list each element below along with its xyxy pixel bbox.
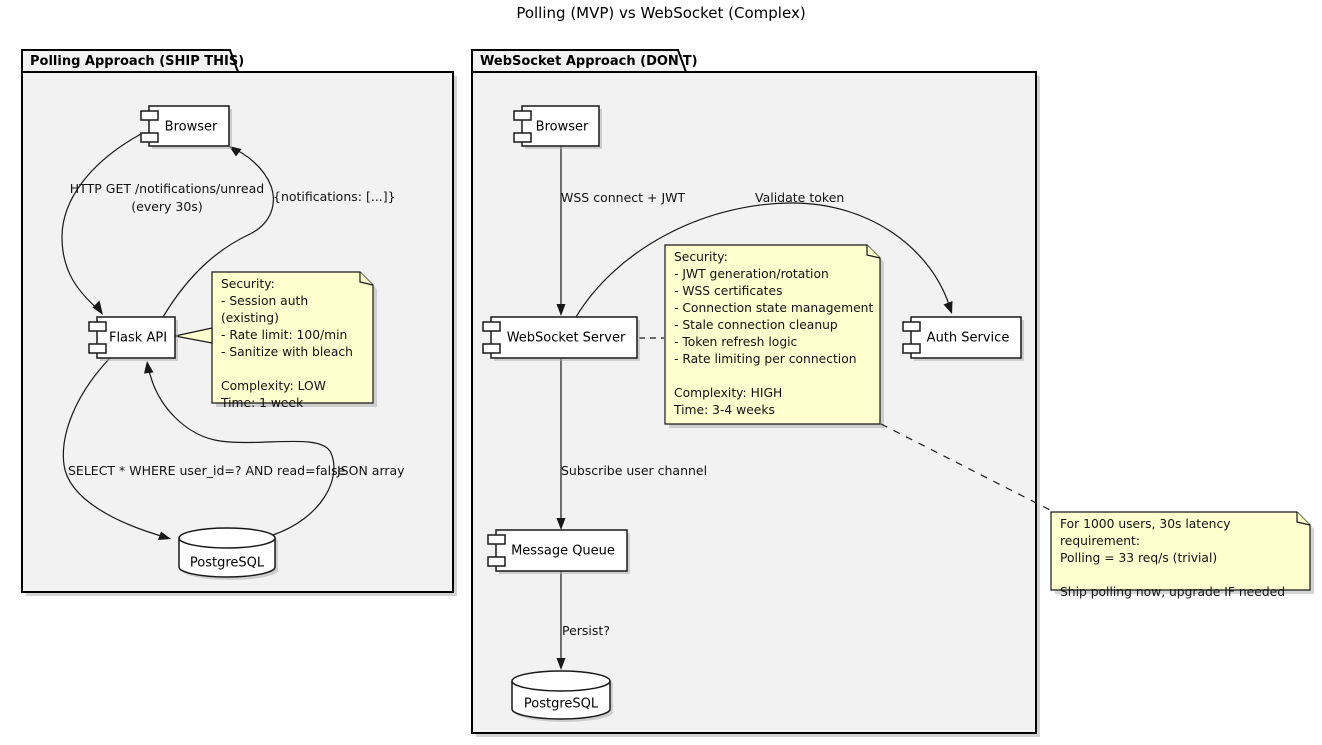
database-top-icon xyxy=(511,670,611,692)
edge-label-persist: Persist? xyxy=(562,623,610,638)
arrow-notifications-path xyxy=(162,146,274,318)
database-label-websocket-postgres: PostgreSQL xyxy=(523,696,599,712)
arrowheads xyxy=(92,146,953,670)
note-flask-body xyxy=(211,271,374,404)
edge-label-select-query: SELECT * WHERE user_id=? AND read=false xyxy=(68,463,346,478)
database-polling-postgres xyxy=(178,527,276,578)
edge-label-validate-token: Validate token xyxy=(755,190,845,205)
note-summary xyxy=(1050,511,1311,591)
note-ws-security xyxy=(664,244,881,425)
note-summary-dashed-link xyxy=(880,423,1055,513)
component-box xyxy=(96,316,176,359)
component-polling-browser xyxy=(140,105,230,147)
edge-label-http-get: HTTP GET /notifications/unread xyxy=(69,181,265,196)
arrow-validate-token-path xyxy=(575,202,952,318)
component-box xyxy=(910,316,1022,359)
component-websocket-server xyxy=(482,316,638,359)
note-flask-security-text: Security: - Session auth (existing) - Ra… xyxy=(221,277,353,410)
component-port-icon xyxy=(487,534,506,545)
component-port-icon xyxy=(482,343,501,354)
components xyxy=(88,105,1022,572)
component-box xyxy=(490,316,638,359)
database-websocket-postgres xyxy=(511,670,611,720)
edges xyxy=(61,133,1055,667)
database-body xyxy=(178,538,276,578)
edge-label-wss-connect: WSS connect + JWT xyxy=(561,190,686,205)
component-box xyxy=(521,105,600,147)
arrowhead-notifications xyxy=(229,146,242,157)
component-websocket-browser xyxy=(513,105,600,147)
component-box xyxy=(495,529,628,572)
component-port-icon xyxy=(487,556,506,567)
arrow-http-get-path xyxy=(61,133,142,313)
package-polling-title: Polling Approach (SHIP THIS) xyxy=(30,54,245,69)
edge-label-json-array: JSON array xyxy=(337,463,405,478)
arrowhead-subscribe xyxy=(556,518,566,530)
package-websocket-title: WebSocket Approach (DON'T) xyxy=(480,54,698,69)
database-body xyxy=(511,681,611,720)
arrow-select-path xyxy=(62,357,169,539)
arrowhead-wss-connect xyxy=(556,304,566,316)
component-port-icon xyxy=(902,343,921,354)
arrow-json-array-path xyxy=(147,365,335,536)
arrowhead-validate-token xyxy=(943,301,953,314)
component-label-websocket-browser: Browser xyxy=(535,119,589,135)
note-ws-security-text: Security: - JWT generation/rotation - WS… xyxy=(674,250,874,417)
edge-label-subscribe: Subscribe user channel xyxy=(561,463,708,478)
component-auth-service xyxy=(902,316,1022,359)
note-ws-fold-icon xyxy=(866,245,881,259)
component-label-auth-service: Auth Service xyxy=(926,330,1010,346)
note-flask-security xyxy=(174,271,374,404)
note-summary-body xyxy=(1050,511,1311,591)
component-label-flask-api: Flask API xyxy=(108,330,168,346)
component-port-icon xyxy=(902,321,921,332)
component-port-icon xyxy=(513,132,532,143)
component-port-icon xyxy=(513,110,532,121)
arrowhead-select xyxy=(158,531,171,540)
component-port-icon xyxy=(140,132,159,143)
component-label-message-queue: Message Queue xyxy=(511,543,615,559)
component-flask-api xyxy=(88,316,176,359)
component-label-websocket-server: WebSocket Server xyxy=(506,330,626,346)
diagram-title: Polling (MVP) vs WebSocket (Complex) xyxy=(516,4,806,22)
database-label-polling-postgres: PostgreSQL xyxy=(189,555,265,571)
component-port-icon xyxy=(88,321,107,332)
component-port-icon xyxy=(88,343,107,354)
component-label-polling-browser: Browser xyxy=(164,119,218,135)
database-top-icon xyxy=(178,527,276,549)
component-port-icon xyxy=(482,321,501,332)
component-port-icon xyxy=(140,110,159,121)
arrowhead-http-get xyxy=(92,300,103,315)
note-flask-fold-icon xyxy=(359,272,374,286)
note-ws-body xyxy=(664,244,881,425)
arrowhead-json-array xyxy=(144,361,154,374)
note-summary-fold-icon xyxy=(1296,512,1311,526)
component-box xyxy=(148,105,230,147)
package-websocket-tab xyxy=(471,49,688,73)
note-summary-text: For 1000 users, 30s latency requirement:… xyxy=(1060,517,1285,599)
edge-label-http-get-interval: (every 30s) xyxy=(131,199,203,214)
component-message-queue xyxy=(487,529,628,572)
edge-label-notifications: {notifications: [...]} xyxy=(273,189,396,204)
note-flask-connector xyxy=(174,327,213,344)
arrowhead-persist xyxy=(556,658,566,670)
package-polling-tab xyxy=(21,49,240,73)
